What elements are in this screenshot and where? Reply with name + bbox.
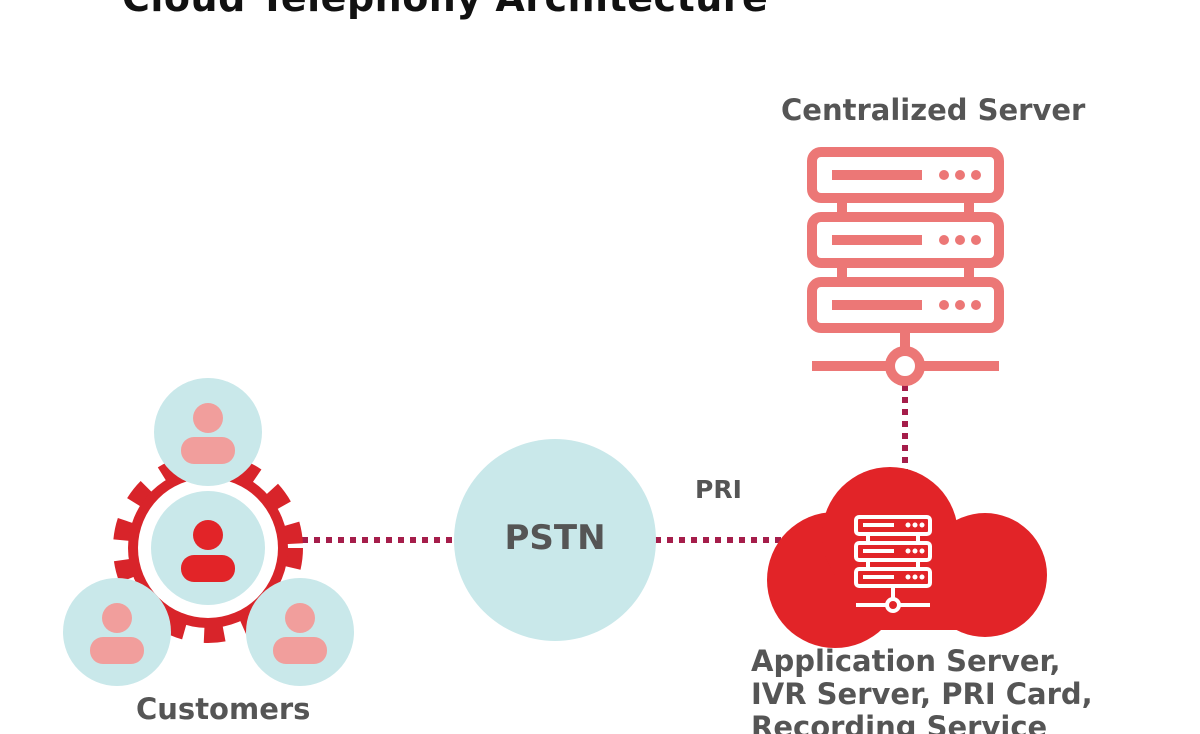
cloud-services-description: Application Server, IVR Server, PRI Card…: [751, 645, 1093, 734]
pstn-circle: [454, 439, 656, 641]
user-icon: [181, 520, 235, 582]
customers-label: Customers: [136, 692, 311, 726]
cloud-services-line: Recording Service: [751, 710, 1048, 734]
diagram-title: Cloud Telephony Architecture: [122, 0, 768, 20]
cloud-icon: [767, 467, 1047, 648]
user-icon: [181, 403, 235, 464]
pstn-label: PSTN: [504, 518, 606, 558]
cloud-services-line: Application Server,: [751, 644, 1061, 678]
cloud-server-icon: [854, 515, 932, 613]
customer-avatar-left: [63, 578, 171, 686]
customer-avatar-right: [246, 578, 354, 686]
user-icon: [90, 603, 144, 664]
cloud-services-line: IVR Server, PRI Card,: [751, 677, 1093, 711]
centralized-server-label: Centralized Server: [781, 93, 1086, 127]
pri-link-label: PRI: [695, 475, 742, 504]
user-icon: [273, 603, 327, 664]
customer-avatar-top: [154, 378, 262, 486]
server-rack-icon: [807, 147, 1004, 386]
server-rack-dots: [939, 170, 981, 310]
